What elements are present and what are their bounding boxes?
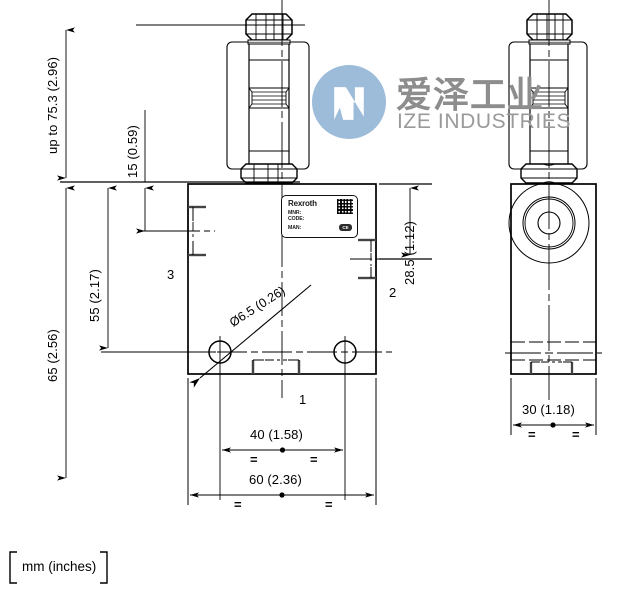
symmetry-mark-hole-left: = (250, 452, 258, 467)
dimension-body-width: 60 (2.36) (249, 472, 302, 487)
lower-hex-nut (240, 163, 298, 184)
product-nameplate: Rexroth MNR: CODE: MAN: CE (281, 195, 358, 238)
nameplate-brand: Rexroth (288, 199, 317, 208)
top-hex-nut (245, 13, 293, 45)
data-matrix-code-icon (337, 199, 353, 214)
nameplate-field-man: MAN: (288, 225, 302, 231)
unit-note-bracket (9, 551, 108, 584)
symmetry-mark-hole-right: = (310, 452, 318, 467)
dimension-lines (57, 24, 597, 505)
port-label-3: 3 (167, 267, 175, 282)
front-view-centerlines (172, 0, 392, 500)
ce-mark-icon: CE (339, 223, 352, 231)
symmetry-mark-side-right: = (572, 427, 580, 442)
dimension-hole-spacing: 40 (1.58) (250, 427, 303, 442)
dimension-body-height: 65 (2.56) (45, 329, 60, 382)
symmetry-mark-width-left: = (234, 497, 242, 512)
side-top-hex-nut (526, 13, 573, 45)
port-3-feature (178, 205, 215, 258)
port-2-feature (350, 238, 392, 281)
dimension-mounting-height: 55 (2.17) (87, 269, 102, 322)
port-label-2: 2 (389, 285, 397, 300)
dimension-overall-height-max: up to 75.3 (2.96) (45, 56, 60, 154)
port-label-1: 1 (299, 392, 307, 407)
unit-note: mm (inches) (22, 559, 97, 574)
armature-tube (248, 44, 290, 168)
side-body-outline (510, 183, 597, 375)
port-1-feature (251, 359, 301, 374)
nameplate-field-code: CODE: (288, 215, 305, 222)
side-bottom-features (505, 341, 602, 374)
dimension-side-width: 30 (1.18) (522, 402, 575, 417)
front-view (172, 0, 392, 500)
dimension-top-offset: 15 (0.59) (125, 125, 140, 178)
nameplate-field-mnr: MNR: (288, 210, 302, 216)
symmetry-mark-side-left: = (528, 427, 536, 442)
dimension-port2-height: 28.5 (1.12) (402, 221, 417, 285)
symmetry-mark-width-right: = (325, 497, 333, 512)
side-view (505, 0, 602, 400)
